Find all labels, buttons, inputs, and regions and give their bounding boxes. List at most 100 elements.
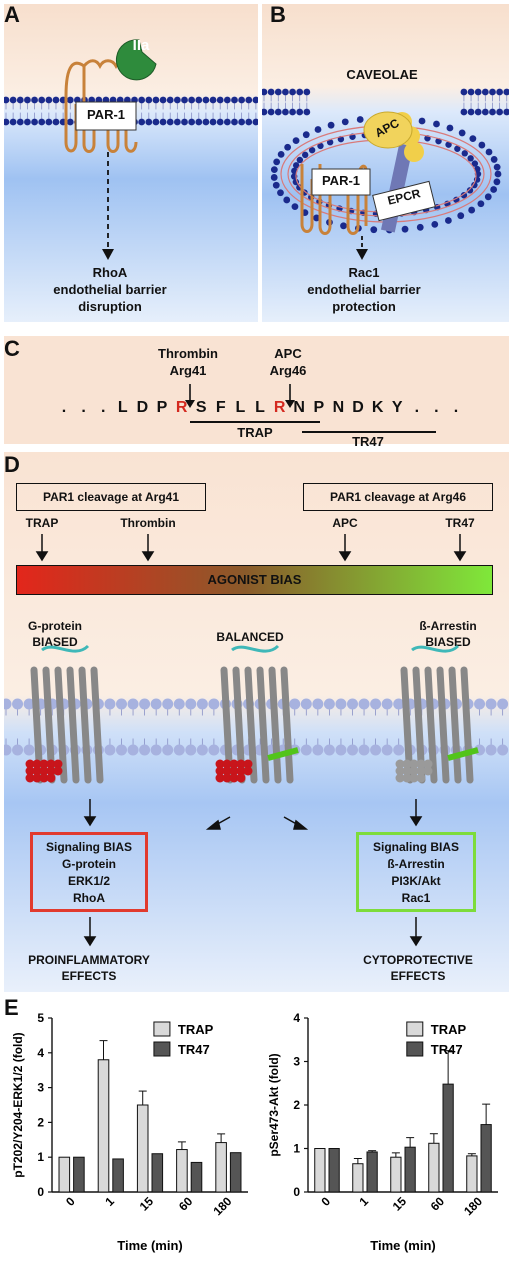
panel-letter-e: E bbox=[4, 995, 19, 1020]
cleavage-residue: R bbox=[273, 399, 286, 416]
sequence-residue: K bbox=[371, 399, 384, 416]
x-tick-label: 60 bbox=[428, 1194, 448, 1214]
legend-swatch bbox=[153, 1041, 171, 1057]
apc-icon bbox=[363, 111, 413, 149]
sequence-residue: . bbox=[453, 399, 459, 416]
caveolae-label: CAVEOLAE bbox=[346, 67, 418, 82]
state-balanced-label: BALANCED bbox=[216, 630, 284, 644]
bar bbox=[442, 1083, 454, 1193]
legend-label: TRAP bbox=[431, 1022, 467, 1037]
membrane-a bbox=[4, 39, 258, 260]
bar bbox=[136, 1104, 149, 1193]
agonist-apc: APC bbox=[332, 516, 358, 530]
legend-swatch bbox=[406, 1021, 424, 1037]
agonist-arrows bbox=[35, 534, 467, 562]
sequence-residue: N bbox=[293, 399, 305, 416]
y-tick-label: 5 bbox=[37, 1011, 44, 1025]
y-tick-label: 1 bbox=[293, 1142, 300, 1156]
signaling-arrows bbox=[83, 799, 423, 947]
agonist-bias-bar: AGONIST BIAS bbox=[16, 565, 493, 595]
cleavage-arg46-box: PAR1 cleavage at Arg46 bbox=[303, 483, 493, 511]
x-axis-label: Time (min) bbox=[117, 1238, 183, 1253]
legend-label: TR47 bbox=[431, 1042, 463, 1057]
sequence-residue: L bbox=[255, 399, 265, 416]
sequence-residue: D bbox=[136, 399, 149, 416]
thrombin-label: IIa bbox=[132, 37, 150, 54]
x-tick-label: 15 bbox=[137, 1194, 157, 1214]
lipid-bilayer bbox=[4, 96, 258, 126]
x-tick-label: 180 bbox=[461, 1194, 485, 1218]
legend-label: TR47 bbox=[178, 1042, 210, 1057]
y-tick-label: 2 bbox=[37, 1115, 44, 1129]
bar bbox=[112, 1158, 124, 1193]
y-tick-label: 3 bbox=[293, 1055, 300, 1069]
legend-swatch bbox=[153, 1021, 171, 1037]
bar bbox=[366, 1151, 378, 1193]
x-tick-label: 0 bbox=[63, 1194, 78, 1209]
x-axis-label: Time (min) bbox=[370, 1238, 436, 1253]
legend-swatch bbox=[406, 1041, 424, 1057]
sequence-residue: L bbox=[117, 399, 128, 416]
bar bbox=[428, 1142, 440, 1193]
sequence-residue: F bbox=[215, 399, 226, 416]
sequence-residue: . bbox=[434, 399, 439, 416]
y-axis-label: pT202/Y204-ERK1/2 (fold) bbox=[11, 1032, 25, 1177]
x-tick-label: 1 bbox=[356, 1194, 371, 1209]
bar bbox=[404, 1146, 416, 1193]
bar bbox=[215, 1142, 227, 1193]
agonist-tr47: TR47 bbox=[445, 516, 475, 530]
panel-letter-b: B bbox=[270, 2, 286, 27]
y-tick-label: 2 bbox=[293, 1098, 300, 1112]
bar bbox=[97, 1059, 110, 1193]
cleavage-arg41-box: PAR1 cleavage at Arg41 bbox=[16, 483, 206, 511]
caveolae-diagram bbox=[262, 88, 509, 260]
par1-label-a: PAR-1 bbox=[86, 107, 126, 122]
sequence-residue: . bbox=[100, 399, 106, 416]
bar bbox=[390, 1156, 402, 1193]
y-tick-label: 4 bbox=[293, 1011, 300, 1025]
panel-letter-c: C bbox=[4, 336, 20, 361]
bar bbox=[58, 1156, 71, 1193]
bar bbox=[190, 1161, 203, 1193]
sequence-residue: P bbox=[156, 399, 168, 416]
sequence-residue: . bbox=[414, 399, 420, 416]
bar bbox=[73, 1156, 85, 1193]
y-tick-label: 3 bbox=[37, 1081, 44, 1095]
y-tick-label: 0 bbox=[293, 1185, 300, 1199]
y-tick-label: 0 bbox=[37, 1185, 44, 1199]
sequence-residue: L bbox=[235, 399, 246, 416]
par1-label-b: PAR-1 bbox=[321, 173, 361, 188]
bar bbox=[229, 1152, 242, 1193]
sequence-diagram bbox=[185, 384, 436, 433]
agonist-trap: TRAP bbox=[25, 516, 59, 530]
x-tick-label: 180 bbox=[210, 1194, 234, 1218]
bar bbox=[480, 1124, 492, 1193]
cleavage-residue: R bbox=[175, 399, 188, 416]
x-tick-label: 15 bbox=[390, 1194, 410, 1214]
x-tick-label: 0 bbox=[318, 1194, 333, 1209]
bar bbox=[352, 1163, 364, 1193]
sequence-residue: P bbox=[313, 399, 325, 416]
y-axis-label: pSer473-Akt (fold) bbox=[267, 1053, 281, 1156]
bar bbox=[466, 1155, 478, 1193]
sequence-residue: N bbox=[332, 399, 345, 416]
x-tick-label: 60 bbox=[176, 1194, 196, 1214]
bar bbox=[151, 1153, 164, 1193]
y-tick-label: 1 bbox=[37, 1150, 44, 1164]
bar bbox=[176, 1149, 188, 1193]
legend-label: TRAP bbox=[178, 1022, 214, 1037]
sequence-residue: . bbox=[61, 399, 67, 416]
sequence-residue: D bbox=[352, 399, 364, 416]
y-tick-label: 4 bbox=[37, 1046, 44, 1060]
trap-label: TRAP bbox=[237, 425, 273, 440]
